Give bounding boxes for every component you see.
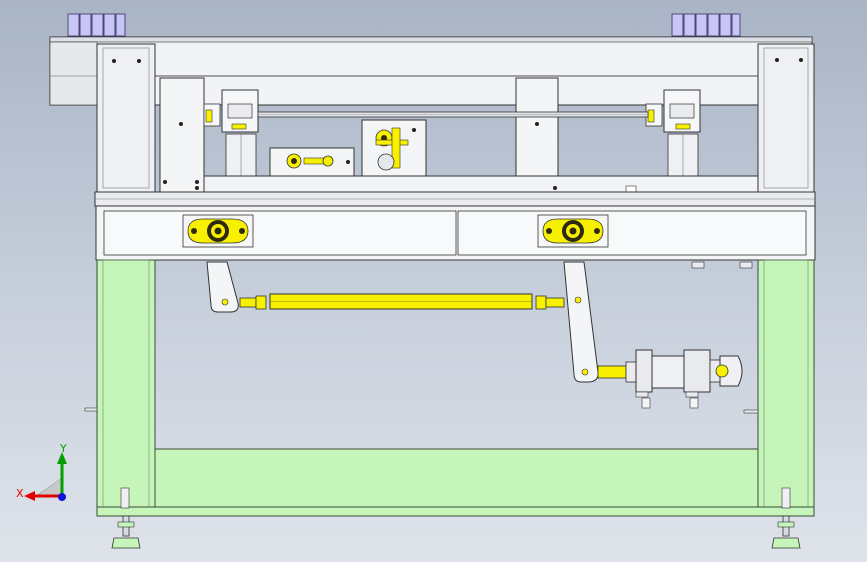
key-blocks-right bbox=[671, 13, 741, 37]
slide-plate-left bbox=[159, 77, 205, 193]
leveling-foot-left[interactable] bbox=[111, 487, 141, 549]
sensor-plate bbox=[269, 147, 355, 177]
slide-plate-center bbox=[515, 77, 559, 193]
crank-arm-right[interactable] bbox=[563, 261, 599, 383]
mid-base-plate bbox=[94, 191, 816, 207]
leveling-foot-right[interactable] bbox=[771, 487, 801, 549]
linear-shaft[interactable] bbox=[257, 111, 649, 118]
axis-triad bbox=[24, 452, 67, 501]
center-mount-plate bbox=[361, 119, 427, 177]
flange-bearing-right[interactable] bbox=[537, 214, 609, 248]
key-blocks-left bbox=[67, 13, 126, 37]
crank-arm-left[interactable] bbox=[206, 261, 239, 313]
upper-upright-left bbox=[96, 43, 156, 193]
axis-label-y: Y bbox=[59, 442, 67, 455]
pneumatic-cylinder[interactable] bbox=[597, 349, 743, 409]
upper-upright-right bbox=[757, 43, 815, 193]
connecting-rod[interactable] bbox=[239, 293, 565, 310]
flange-bearing-left[interactable] bbox=[182, 214, 254, 248]
cable-fittings bbox=[691, 261, 753, 269]
machine-frame[interactable] bbox=[84, 259, 815, 517]
carriage-rail bbox=[195, 175, 759, 193]
axis-label-x: X bbox=[16, 487, 24, 500]
